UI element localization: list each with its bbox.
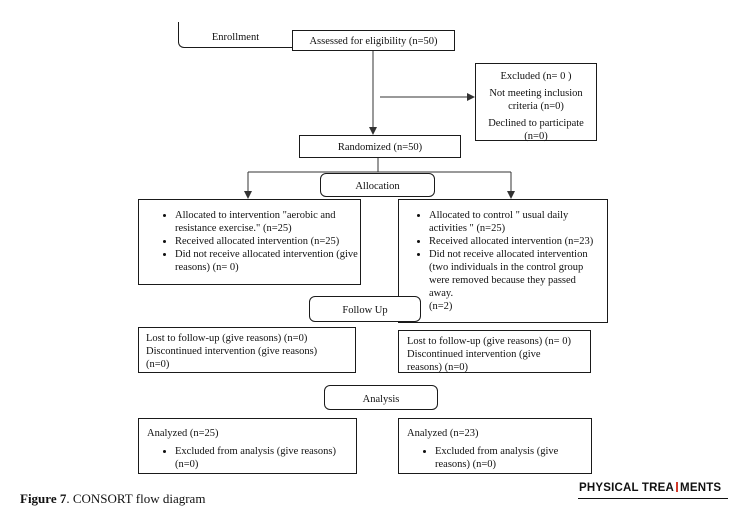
excluded-line3: Declined to participate <box>488 118 584 129</box>
enrollment-label: Enrollment <box>211 32 260 43</box>
figure-caption-text: . CONSORT flow diagram <box>66 491 206 506</box>
allocation-box: Allocation <box>320 173 435 197</box>
control-alloc-item: Received allocated intervention (n=23) <box>429 235 599 248</box>
excluded-title: Excluded (n= 0 ) <box>500 71 572 82</box>
control-allocation-box: Allocated to control " usual daily activ… <box>398 199 608 323</box>
excluded-line4: (n=0) <box>524 131 548 142</box>
control-followup-line3: reasons) (n=0) <box>407 362 469 373</box>
intervention-allocation-box: Allocated to intervention "aerobic and r… <box>138 199 361 285</box>
randomized-box: Randomized (n=50) <box>299 135 461 158</box>
control-alloc-item: Allocated to control " usual daily activ… <box>429 209 599 235</box>
assessed-box: Assessed for eligibility (n=50) <box>292 30 455 51</box>
journal-logo-right: MENTS <box>680 482 722 494</box>
enrollment-box: Enrollment <box>178 22 292 48</box>
control-alloc-item: Did not receive allocated intervention (… <box>429 248 599 300</box>
control-alloc-item: (n=2) <box>429 300 599 313</box>
analysis-label: Analysis <box>362 394 400 405</box>
control-analysis-title: Analyzed (n=23) <box>407 428 479 439</box>
excluded-line1: Not meeting inclusion <box>489 88 583 99</box>
followup-label: Follow Up <box>342 305 388 316</box>
intervention-alloc-item: Did not receive allocated intervention (… <box>175 248 360 274</box>
intervention-analysis-item: Excluded from analysis (give reasons) (n… <box>175 445 342 471</box>
control-followup-box: Lost to follow-up (give reasons) (n= 0) … <box>398 330 591 373</box>
intervention-analysis-box: Analyzed (n=25) Excluded from analysis (… <box>138 418 357 474</box>
intervention-followup-box: Lost to follow-up (give reasons) (n=0) D… <box>138 327 356 373</box>
intervention-alloc-item: Allocated to intervention "aerobic and r… <box>175 209 360 235</box>
journal-logo-left: PHYSICAL TREA <box>579 482 675 494</box>
control-followup-line2: Discontinued intervention (give <box>407 349 541 360</box>
followup-box: Follow Up <box>309 296 421 322</box>
excluded-line2: criteria (n=0) <box>508 101 564 112</box>
analysis-box: Analysis <box>324 385 438 410</box>
randomized-label: Randomized (n=50) <box>337 142 423 153</box>
figure-caption: Figure 7. CONSORT flow diagram <box>20 491 205 507</box>
assessed-label: Assessed for eligibility (n=50) <box>309 36 438 47</box>
logo-bar-icon <box>676 482 679 492</box>
journal-logo: PHYSICAL TREA MENTS <box>579 482 721 494</box>
excluded-box: Excluded (n= 0 ) Not meeting inclusion c… <box>475 63 597 142</box>
intervention-followup-line2: Discontinued intervention (give reasons) <box>146 346 318 357</box>
intervention-followup-line1: Lost to follow-up (give reasons) (n=0) <box>146 333 308 344</box>
intervention-alloc-item: Received allocated intervention (n=25) <box>175 235 360 248</box>
logo-underline <box>578 498 728 499</box>
control-followup-line1: Lost to follow-up (give reasons) (n= 0) <box>407 336 571 347</box>
intervention-analysis-title: Analyzed (n=25) <box>147 428 219 439</box>
figure-caption-prefix: Figure 7 <box>20 491 67 506</box>
control-analysis-item: Excluded from analysis (give reasons) (n… <box>435 445 581 471</box>
intervention-followup-line3: (n=0) <box>146 359 170 370</box>
control-analysis-box: Analyzed (n=23) Excluded from analysis (… <box>398 418 592 474</box>
allocation-label: Allocation <box>355 181 400 192</box>
